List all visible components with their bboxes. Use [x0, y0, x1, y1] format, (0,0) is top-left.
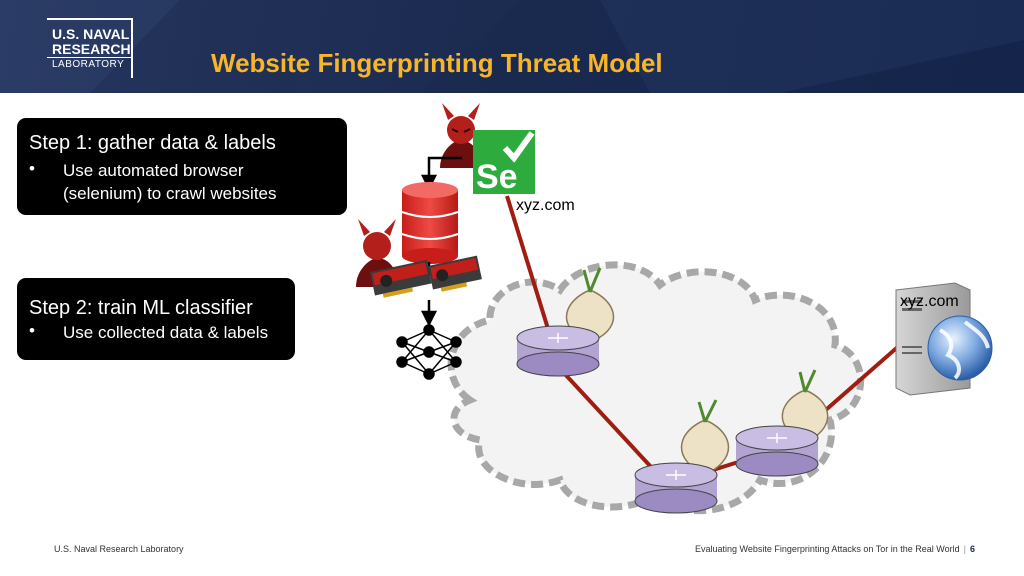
bullet-dot: • — [29, 159, 35, 178]
server-site-label: xyz.com — [900, 293, 959, 310]
router-icon — [516, 325, 600, 377]
step2-box: Step 2: train ML classifier • Use collec… — [17, 278, 295, 360]
page-number: 6 — [969, 544, 975, 554]
flow-arrow-to-database — [420, 156, 462, 191]
logo-line2: RESEARCH — [52, 41, 131, 57]
selenium-logo-icon: Se — [473, 130, 535, 196]
neural-network-icon — [396, 324, 462, 380]
client-site-label: xyz.com — [516, 197, 575, 214]
footer-info: Evaluating Website Fingerprinting Attack… — [695, 544, 975, 554]
tor-onion-icon — [680, 399, 730, 473]
footer-org: U.S. Naval Research Laboratory — [54, 544, 184, 554]
logo-line3: LABORATORY — [52, 59, 125, 70]
nrl-logo: U.S. NAVAL RESEARCH LABORATORY — [47, 18, 133, 78]
router-icon — [735, 425, 819, 477]
footer-separator: | — [963, 544, 966, 554]
gpu-cards-icon — [370, 255, 482, 298]
selenium-logo-text: Se — [476, 158, 518, 196]
step1-bullet-line1: Use automated browser — [63, 161, 244, 180]
step1-box: Step 1: gather data & labels • Use autom… — [17, 118, 347, 215]
header-banner: U.S. NAVAL RESEARCH LABORATORY Website F… — [0, 0, 1024, 93]
globe-icon — [927, 315, 993, 381]
flow-arrow-to-network — [420, 300, 438, 327]
step1-bullet: • Use automated browser (selenium) to cr… — [29, 159, 339, 207]
slide-title: Website Fingerprinting Threat Model — [211, 48, 663, 78]
step2-bullet: • Use collected data & labels — [29, 321, 289, 345]
step1-bullet-line2: (selenium) to crawl websites — [63, 184, 277, 203]
devil-attacker-icon — [440, 103, 482, 168]
logo-line1: U.S. NAVAL — [52, 26, 130, 42]
footer-title: Evaluating Website Fingerprinting Attack… — [695, 544, 960, 554]
database-icon — [401, 182, 459, 264]
step2-bullet-line1: Use collected data & labels — [63, 323, 269, 342]
step2-heading: Step 2: train ML classifier — [29, 297, 253, 319]
router-icon — [634, 462, 718, 514]
step1-heading: Step 1: gather data & labels — [29, 132, 276, 154]
bullet-dot: • — [29, 321, 35, 340]
banner-background-pattern — [0, 0, 1024, 93]
threat-model-diagram: Se — [356, 103, 993, 515]
logo-divider — [47, 57, 131, 58]
